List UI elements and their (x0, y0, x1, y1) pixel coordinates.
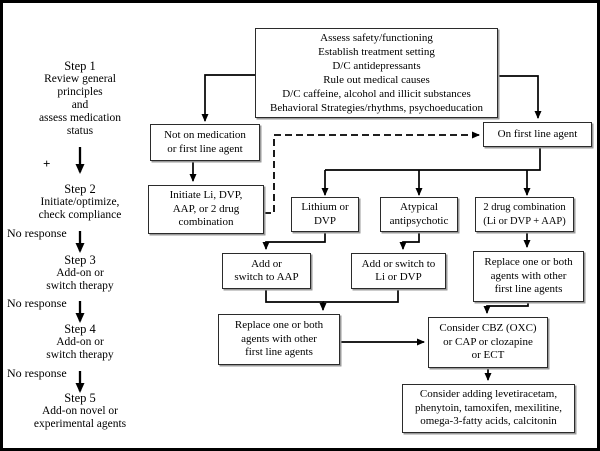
node-add-or-switch-to-li-dvp: Add or switch to Li or DVP (351, 253, 446, 289)
plus-sign: + (43, 156, 51, 171)
node-initiate-li-dvp-aap: Initiate Li, DVP, AAP, or 2 drug combina… (148, 185, 264, 234)
connectors-layer (75, 74, 542, 393)
connector-firstline-trunk (325, 147, 541, 171)
connector-lithium-to-addaap (262, 232, 326, 250)
node-replace-agents-left: Replace one or both agents with other fi… (218, 314, 340, 365)
node-assess-safety: Assess safety/functioning Establish trea… (255, 28, 498, 118)
node-consider-adding-novel: Consider adding levetiracetam, phenytoin… (402, 384, 575, 433)
node-on-first-line-agent: On first line agent (483, 122, 592, 147)
node-atypical-antipsychotic: Atypical antipsychotic (380, 197, 458, 232)
node-lithium-or-dvp: Lithium or DVP (291, 197, 359, 232)
step-1-title: Step 1 (64, 59, 96, 73)
connector-atypical-to-addlidvp (399, 232, 420, 250)
step-3: Step 3 Add-on or switch therapy (10, 254, 150, 293)
step-5-title: Step 5 (64, 391, 96, 405)
connector-addlidvp-merge (323, 289, 399, 303)
connector-assess-to-firstline (498, 75, 542, 119)
step-4-title: Step 4 (64, 322, 96, 336)
step-5: Step 5 Add-on novel or experimental agen… (10, 392, 150, 431)
no-response-label-1: No response (7, 226, 67, 240)
node-not-on-medication: Not on medication or first line agent (150, 124, 260, 161)
step-2: Step 2 Initiate/optimize, check complian… (10, 183, 150, 222)
step-1: Step 1 Review general principles and ass… (10, 60, 150, 138)
node-add-or-switch-to-aap: Add or switch to AAP (222, 253, 311, 289)
connector-assess-to-notonmed (201, 74, 255, 122)
step-2-title: Step 2 (64, 182, 96, 196)
connector-addaap-merge-to-replaceleft (265, 289, 327, 311)
connector-replaceright-to-cbz (483, 302, 529, 314)
connector-initiate-to-firstline-dashed (264, 131, 480, 214)
node-two-drug-combination: 2 drug combination (Li or DVP + AAP) (475, 197, 574, 232)
step-3-title: Step 3 (64, 253, 96, 267)
node-consider-cbz: Consider CBZ (OXC) or CAP or clozapine o… (428, 317, 548, 368)
no-response-label-3: No response (7, 366, 67, 380)
step-4: Step 4 Add-on or switch therapy (10, 323, 150, 362)
node-replace-agents-right: Replace one or both agents with other fi… (473, 251, 584, 302)
no-response-label-2: No response (7, 296, 67, 310)
